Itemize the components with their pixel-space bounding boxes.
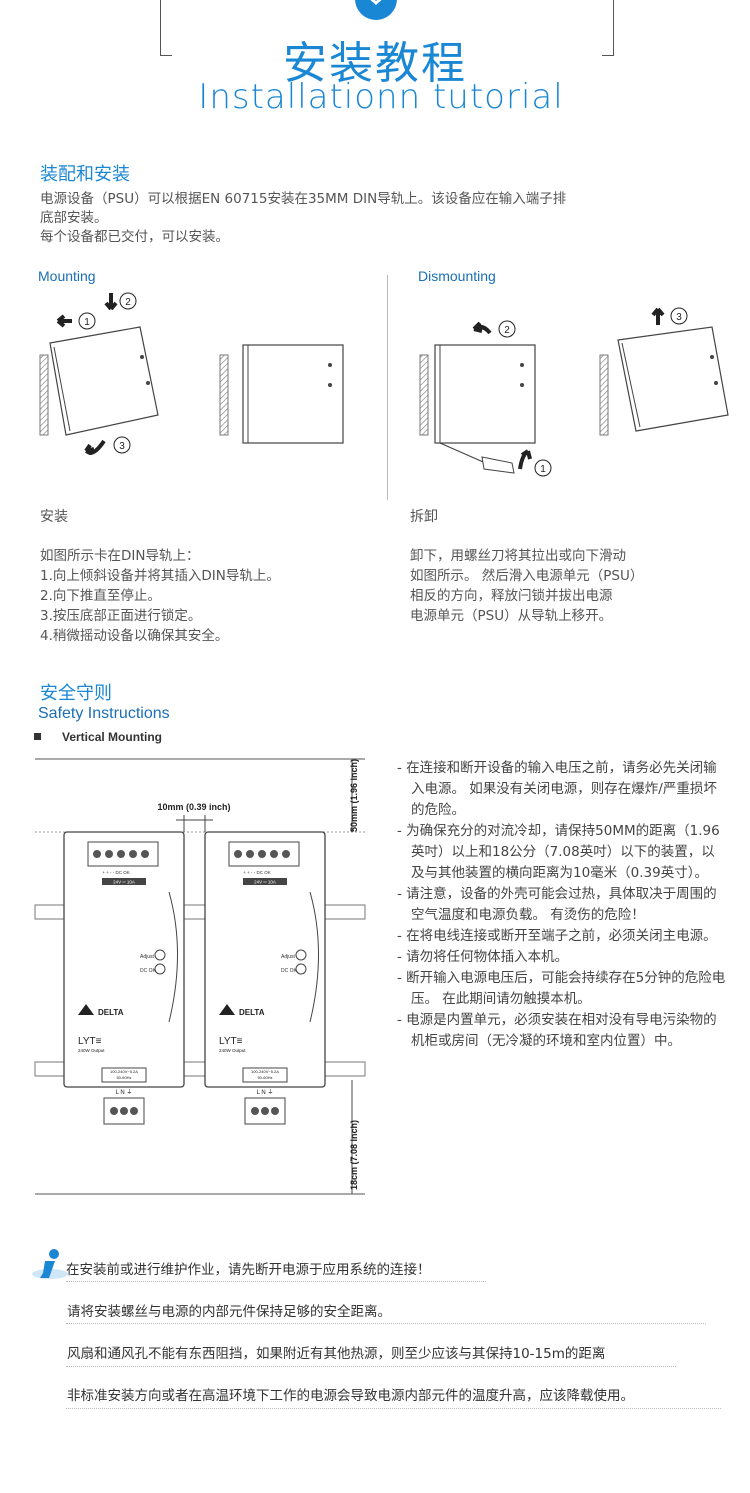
- svg-text:LYT≡: LYT≡: [219, 1036, 243, 1047]
- delta-logo-icon: [219, 1004, 235, 1015]
- mounting-label: Mounting: [38, 268, 96, 284]
- svg-text:LYT≡: LYT≡: [78, 1036, 102, 1047]
- install-text: 如图所示卡在DIN导轨上： 1.向上倾斜设备并将其插入DIN导轨上。 2.向下推…: [40, 548, 280, 644]
- svg-text:24V ═ 10A: 24V ═ 10A: [113, 880, 135, 885]
- dismounting-label: Dismounting: [418, 268, 496, 284]
- arrow-down-icon: [104, 293, 118, 311]
- arrow-curve-up-icon: [518, 449, 532, 470]
- dismount-step-3-number: 3: [676, 312, 682, 323]
- svg-text:L N ⏚: L N ⏚: [257, 1089, 274, 1096]
- header-frame-right-vertical: [613, 0, 614, 56]
- svg-text:240W Output: 240W Output: [219, 1048, 246, 1053]
- note-item: 非标准安装方向或者在高温环境下工作的电源会导致电源内部元件的温度升高，应该降载使…: [67, 1388, 634, 1404]
- screwdriver-icon: [439, 442, 515, 474]
- note-divider: [66, 1366, 676, 1367]
- svg-text:DELTA: DELTA: [239, 1008, 265, 1017]
- dim-bottom-label: 18cm (7.08 inch): [349, 1120, 359, 1190]
- dismount-step-device: 1 2: [419, 320, 552, 477]
- svg-text:50-60Hz: 50-60Hz: [257, 1075, 272, 1080]
- svg-text:100-240V~5.2A: 100-240V~5.2A: [110, 1069, 138, 1074]
- svg-text:Adjust: Adjust: [140, 954, 155, 960]
- svg-text:+ + - - DC OK: + + - - DC OK: [102, 870, 130, 875]
- safety-rule: - 请勿将任何物体插入本机。: [397, 949, 569, 965]
- svg-text:24V ═ 10A: 24V ═ 10A: [254, 880, 276, 885]
- square-bullet-icon: [34, 733, 41, 740]
- safety-rules-list: - 在连接和断开设备的输入电压之前，请务必先关闭输入电源。 如果没有关闭电源，则…: [397, 758, 727, 1052]
- arrow-left-icon: [56, 314, 72, 328]
- page-title: 安装教程: [283, 38, 467, 89]
- safety-rule: - 为确保充分的对流冷却，请保持50MM的距离（1.96英吋）以上和18公分（7…: [397, 823, 720, 881]
- mounting-diagram: 1 2 3 1 2 3: [39, 292, 729, 477]
- header-frame-left-horizontal: [160, 55, 172, 56]
- note-divider: [66, 1323, 706, 1324]
- safety-heading-en: Safety Instructions: [38, 705, 170, 722]
- dim-gap-label: 10mm (0.39 inch): [157, 802, 230, 812]
- header-frame-left-vertical: [160, 0, 161, 56]
- vertical-mounting-diagram: 50mm (1.96 inch) 18cm (7.08 inch) 10mm (…: [34, 758, 366, 1195]
- mount-final-device: [219, 344, 344, 444]
- psu-device-left: + + - - DC OK 24V ═ 10A Adjust DC OK DEL…: [63, 831, 185, 1125]
- arrow-curve-left-icon: [472, 321, 492, 335]
- install-title: 安装: [40, 509, 68, 525]
- note-divider: [66, 1281, 486, 1282]
- note-item: 请将安装螺丝与电源的内部元件保持足够的安全距离。: [67, 1304, 391, 1320]
- step-3-number: 3: [119, 441, 125, 452]
- uninstall-title: 拆卸: [410, 509, 438, 525]
- dismount-step-1-number: 1: [540, 464, 546, 475]
- safety-rule: - 请注意，设备的外壳可能会过热，具体取决于周围的空气温度和电源负载。 有烫伤的…: [397, 886, 717, 923]
- arrow-up-icon: [651, 307, 665, 325]
- svg-text:50-60Hz: 50-60Hz: [116, 1075, 131, 1080]
- svg-text:100-240V~5.2A: 100-240V~5.2A: [251, 1069, 279, 1074]
- dismount-final-device: 3: [599, 307, 729, 436]
- safety-rule: - 在将电线连接或断开至端子之前，必须关闭主电源。: [397, 928, 717, 944]
- safety-heading-cn: 安全守则: [40, 683, 112, 704]
- page-subtitle: Installationn tutorial: [198, 77, 564, 117]
- header-badge-icon: [355, 0, 397, 20]
- dismount-step-2-number: 2: [504, 325, 510, 336]
- step-1-number: 1: [84, 317, 90, 328]
- uninstall-text: 卸下，用螺丝刀将其拉出或向下滑动 如图所示。 然后滑入电源单元（PSU） 相反的…: [410, 548, 644, 624]
- note-warning: 在安装前或进行维护作业，请先断开电源于应用系统的连接！: [66, 1262, 431, 1278]
- svg-text:Adjust: Adjust: [281, 954, 296, 960]
- arrow-curve-icon: [84, 439, 106, 456]
- safety-rule: - 电源是内置单元，必须安装在相对没有导电污染物的机柜或房间（无冷凝的环境和室内…: [397, 1012, 717, 1049]
- assembly-text: 电源设备（PSU）可以根据EN 60715安装在35MM DIN导轨上。该设备应…: [40, 191, 567, 245]
- figure-divider: [387, 275, 388, 500]
- safety-rule: - 断开输入电源电压后，可能会持续存在5分钟的危险电压。 在此期间请勿触摸本机。: [397, 970, 726, 1007]
- dim-top-label: 50mm (1.96 inch): [349, 759, 359, 832]
- assembly-heading: 装配和安装: [40, 164, 130, 185]
- svg-text:L N ⏚: L N ⏚: [116, 1089, 133, 1096]
- svg-text:+ + - - DC OK: + + - - DC OK: [243, 870, 271, 875]
- note-item: 风扇和通风孔不能有东西阻挡，如果附近有其他热源，则至少应该与其保持10-15m的…: [67, 1346, 606, 1362]
- info-icon: [32, 1249, 68, 1279]
- svg-text:DELTA: DELTA: [98, 1008, 124, 1017]
- step-2-number: 2: [125, 297, 131, 308]
- psu-device-right: + + - - DC OK 24V ═ 10A Adjust DC OK DEL…: [204, 831, 326, 1125]
- delta-logo-icon: [78, 1004, 94, 1015]
- svg-text:DC OK: DC OK: [140, 968, 157, 974]
- svg-text:240W Output: 240W Output: [78, 1048, 105, 1053]
- svg-text:DC OK: DC OK: [281, 968, 298, 974]
- note-divider: [66, 1408, 721, 1409]
- mount-step-device-tilted: 1 2 3: [39, 292, 159, 456]
- header-frame-right-horizontal: [602, 55, 614, 56]
- vertical-mounting-label: Vertical Mounting: [62, 730, 163, 744]
- safety-rule: - 在连接和断开设备的输入电压之前，请务必先关闭输入电源。 如果没有关闭电源，则…: [397, 760, 717, 818]
